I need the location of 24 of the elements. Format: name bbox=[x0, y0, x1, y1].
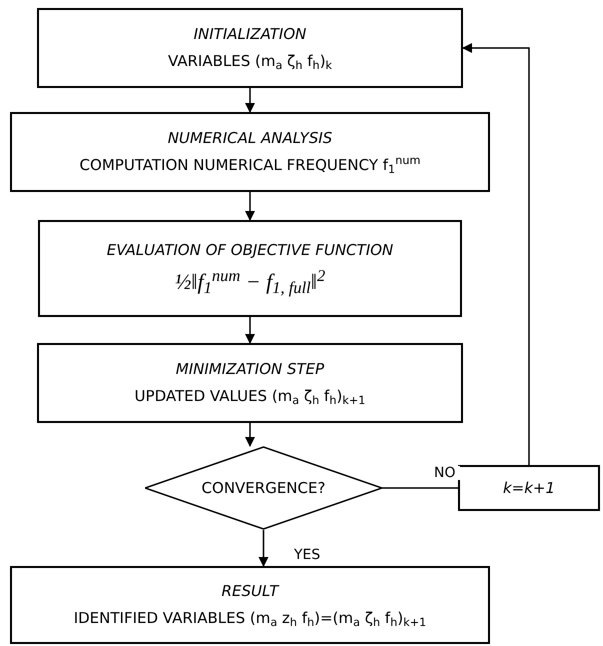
arrow bbox=[245, 317, 255, 344]
step-heading: EVALUATION OF OBJECTIVE FUNCTION bbox=[106, 241, 394, 260]
step-text: IDENTIFIED VARIABLES (m$_{a}$ z$_{h}$ f$_{h}$)=(m$_{a}$ ζ$_{h}$ f$_{h}$)$_{k+1}$ bbox=[74, 609, 426, 628]
process-box bbox=[37, 343, 463, 423]
step-text: VARIABLES (m$_{a}$ ζ$_{h}$ f$_{h}$)$_{k}$ bbox=[168, 52, 332, 71]
step-heading: MINIMIZATION STEP bbox=[176, 360, 324, 379]
arrow bbox=[462, 43, 530, 465]
arrow bbox=[258, 530, 268, 567]
step-heading: NUMERICAL ANALYSIS bbox=[168, 129, 332, 148]
arrow bbox=[245, 423, 255, 447]
decision-label: CONVERGENCE? bbox=[202, 478, 326, 499]
process-box bbox=[458, 465, 600, 511]
step-text: UPDATED VALUES (m$_{a}$ ζ$_{h}$ f$_{h}$)$_{k+1}$ bbox=[134, 387, 366, 406]
process-box bbox=[10, 566, 490, 644]
arrow bbox=[245, 88, 255, 113]
process-box bbox=[38, 220, 462, 317]
decision-diamond bbox=[145, 446, 382, 530]
process-box bbox=[37, 8, 463, 88]
arrow bbox=[245, 192, 255, 221]
process-box bbox=[10, 112, 490, 192]
step-text: k=k+1 bbox=[502, 478, 556, 498]
formula-text: ½‖f$_{1}$$^{num}$ − f$_{1, full}$‖$^{2}$ bbox=[174, 268, 326, 296]
step-heading: RESULT bbox=[222, 582, 278, 601]
step-heading: INITIALIZATION bbox=[194, 25, 306, 44]
